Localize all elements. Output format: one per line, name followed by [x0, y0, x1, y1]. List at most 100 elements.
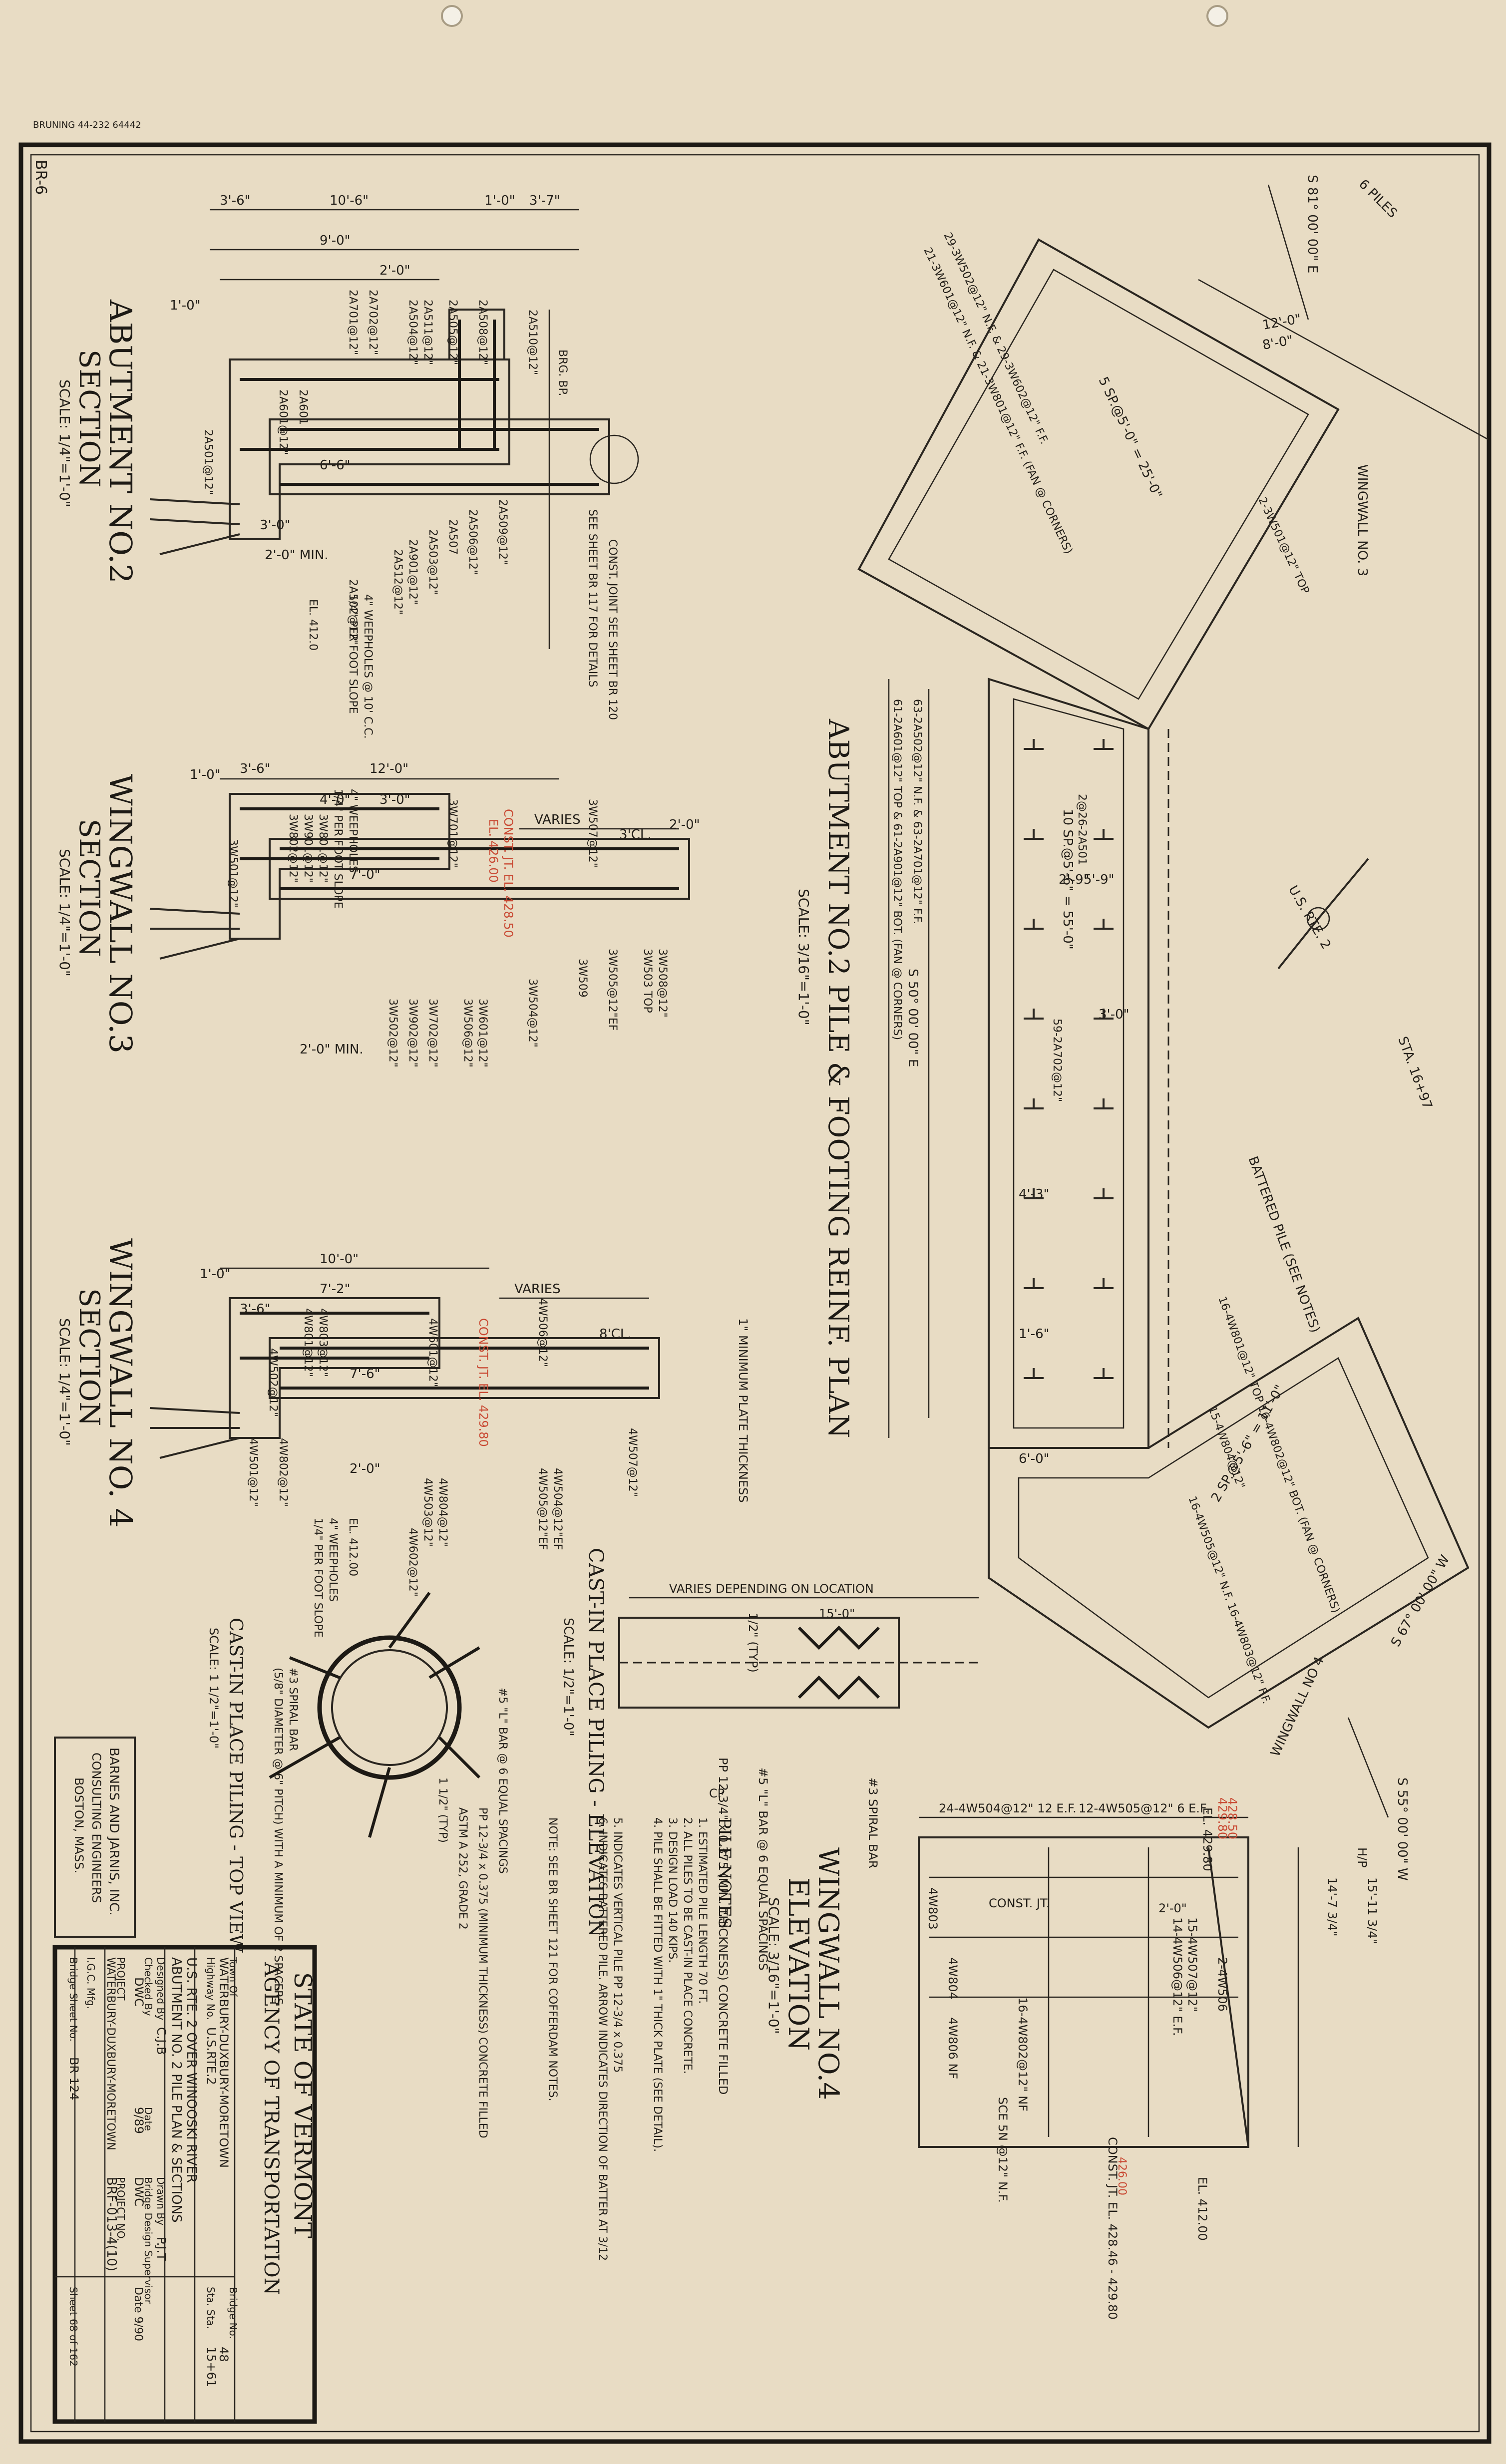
plan-label: 4'-3" [1019, 1187, 1050, 1202]
bar-label: 3W901@12" [302, 814, 314, 883]
l-bar [289, 1656, 341, 1679]
elevation-label: 15'-11 3/4" [1365, 1877, 1379, 1944]
project-value: WATERBURY-DUXBURY-MORETOWN [104, 1957, 117, 2150]
correction-mark: CONST. JT. EL. 428.50 [501, 809, 515, 938]
correction-mark: 426.00 [1116, 2157, 1128, 2195]
cip-scale: SCALE: 1/2"=1'-0" [561, 1618, 576, 1737]
elevation-label: EL. 429.80 [1200, 1807, 1214, 1871]
bar-label: 4W602@12" [406, 1528, 419, 1597]
pile-note: 6. INDICATES BATTERED PILE. ARROW INDICA… [596, 1817, 609, 2261]
dim-label: 4'-0" [320, 792, 351, 807]
dim-label: 8'CL. [599, 1327, 632, 1342]
inner-border [30, 154, 1480, 2433]
bar-label: 4W507@12" [626, 1428, 639, 1497]
section-title: WINGWALL NO.3 [102, 774, 139, 1054]
note-label: 4" WEEPHOLES [327, 1518, 339, 1602]
cip-label: #3 SPIRAL BAR [866, 1777, 880, 1868]
pile-notes-title: PILE NOTES [715, 1817, 735, 1929]
cip-label: CP [709, 1786, 725, 1800]
correction-mark: 428.50 [1225, 1797, 1239, 1839]
bar-label: 2A601 [297, 389, 309, 425]
top-view-label: (5/8" DIAMETER @ 6" PITCH) WITH A MINIMU… [272, 1668, 284, 2005]
punch-hole [441, 5, 463, 27]
l-bar [269, 1736, 341, 1779]
dim-label: 2'-0" [669, 817, 700, 832]
wingwall4-inner-plan [1018, 1357, 1429, 1699]
note-label: 4" WEEPHOLES [347, 789, 359, 873]
bar-label: 4W803@12" [317, 1308, 329, 1377]
supervisor-value: DWC [132, 2177, 146, 2206]
bar-label: 3W506@12" [461, 999, 474, 1067]
bar-label: 3W508@12" [656, 949, 669, 1018]
elevation-label: 12-4W505@12" 6 E.F. [1079, 1801, 1208, 1815]
bar-label: 3W801@12" [317, 814, 329, 883]
elevation-label: CONST. JT. EL. 428.46 - 429.80 [1106, 2137, 1120, 2320]
title-field-label: Town Of [227, 1957, 239, 1997]
elevation-label: 16-4W802@12" NF [1016, 1997, 1030, 2112]
dim-label: 1'-0" [200, 1267, 231, 1282]
cip-label: 1" MINIMUM PLATE THICKNESS [736, 1318, 750, 1503]
wingwall4-footing-plan [988, 1317, 1470, 1729]
dimension-line [1347, 1717, 1389, 1818]
bar-label: 3W505@12"EF [606, 949, 619, 1031]
elevation-label: 4W806 NF [946, 2017, 960, 2079]
section-subtitle: SECTION [73, 1288, 105, 1426]
section-scale: SCALE: 1/4"=1'-0" [56, 1318, 73, 1446]
drawer-value: P.J.T [154, 2237, 168, 2261]
cip-title: CAST-IN PLACE PILING - ELEVATION [584, 1548, 607, 1937]
title-block-frame [52, 1945, 317, 2424]
pile-markers [1024, 739, 1114, 1379]
bar-label: 2A512@12" [391, 549, 404, 615]
bar-label: 3W504@12" [526, 979, 539, 1048]
state-name: STATE OF VERMONT [289, 1972, 317, 2238]
top-view-label: #3 SPIRAL BAR [287, 1668, 299, 1751]
correction-mark: EL. 426.00 [486, 819, 500, 883]
bar-label: BRG. BP. [556, 350, 569, 396]
spiral-bar [797, 1625, 880, 1650]
dim-label: VARIES [534, 812, 581, 827]
pile [149, 518, 240, 525]
elevation-label: 14'-7 3/4" [1325, 1877, 1339, 1936]
bar-label: 2A504@12" [406, 300, 419, 365]
cip-elevation: VARIES DEPENDING ON LOCATION 15'-0" 1/2"… [561, 1318, 979, 2095]
top-view-label: ASTM A 252, GRADE 2 [456, 1807, 469, 1930]
bar-label: 2A510@12" [526, 310, 539, 375]
abutment-backwall [448, 309, 505, 359]
wingwall3-stem [269, 838, 690, 900]
bar-label: 3W501@12" [227, 839, 239, 908]
pile-note: NOTE: SEE BR SHEET 121 FOR COFFERDAM NOT… [546, 1817, 559, 2101]
elevation-label: SCE 5N @12" N.F. [996, 2097, 1010, 2203]
top-view-scale: SCALE: 1 1/2"=1'-0" [207, 1628, 221, 1749]
bar-label: 2A506@12" [466, 509, 479, 575]
engineer-firm: BARNES AND JARNIS, INC. [106, 1748, 121, 1916]
spiral-bar [797, 1675, 880, 1700]
elevation-label: 14-4W506@12" E.F. [1170, 1917, 1184, 2036]
bar-label: 4W504@12"EF [551, 1468, 564, 1550]
section-scale: SCALE: 1/4"=1'-0" [56, 379, 73, 507]
dim-label: 10'-6" [330, 193, 369, 208]
section-title: WINGWALL NO. 4 [102, 1238, 139, 1528]
dim-label: 1'-0" [484, 193, 515, 208]
plan-title: ABUTMENT NO.2 PILE & FOOTING REINF. PLAN [822, 718, 854, 1438]
dim-label: 12'-0" [370, 761, 408, 776]
detail-circle [589, 434, 639, 484]
sheet-count: Sheet 68 of 162 [67, 2287, 79, 2367]
pile [159, 938, 240, 960]
title-field-label: Designed By [155, 1957, 167, 2020]
section-scale: SCALE: 1/4"=1'-0" [56, 849, 73, 977]
note-label: 4" WEEPHOLES @ 10' C.C. [362, 594, 374, 739]
bar-label: 4W802@12" [277, 1438, 289, 1507]
bar-label: 2A503@12" [426, 529, 439, 595]
wingwall3-section: 3'-6" 12'-0" 4'-0" 3'-0" 1'-0" 7'-0" 2'-… [56, 761, 700, 1067]
section-subtitle: SECTION [73, 350, 105, 487]
north-arrow-icon [1277, 858, 1369, 970]
bridge-number: 48 [217, 2347, 231, 2362]
dim-label: 2'-0" [350, 1461, 380, 1476]
project-number: BRF-013-4(10) [104, 2177, 119, 2271]
bar-label: 4W505@12"EF [536, 1468, 549, 1550]
bar-label: 4W506@12" [536, 1298, 549, 1367]
title-field-label: PROJECT NO. [115, 2177, 127, 2241]
dim-label: 3'-7" [529, 193, 560, 208]
plan-label: 3'-0" [1099, 1007, 1130, 1022]
